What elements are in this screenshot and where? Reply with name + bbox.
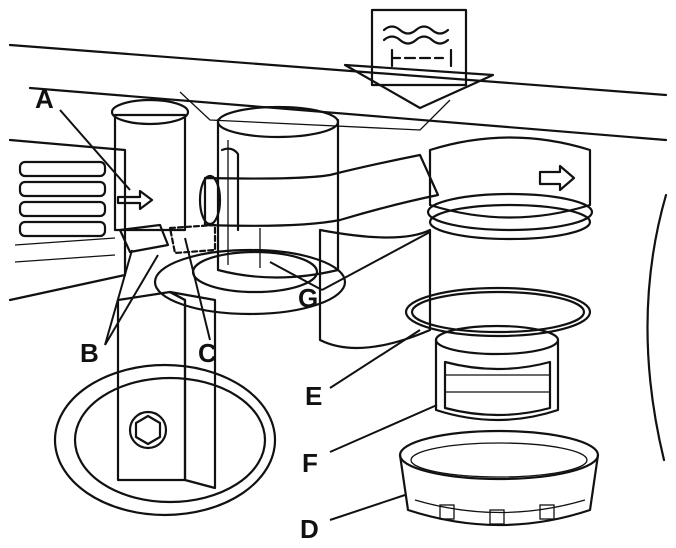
water-level-icon bbox=[370, 8, 468, 87]
callout-c: C bbox=[198, 338, 217, 368]
sealing-ring bbox=[404, 286, 592, 338]
callout-b: B bbox=[80, 338, 99, 368]
machine-side-curve bbox=[646, 193, 668, 462]
callout-d: D bbox=[300, 514, 319, 544]
flow-arrow-icon bbox=[538, 164, 576, 192]
drain-hose bbox=[198, 147, 440, 232]
caster-wheel bbox=[53, 248, 347, 517]
callout-e: E bbox=[305, 381, 322, 411]
valve-body bbox=[110, 98, 217, 255]
filter-cap bbox=[398, 429, 600, 527]
machine-frame bbox=[8, 43, 668, 142]
callout-f: F bbox=[302, 448, 318, 478]
vent-grille bbox=[8, 138, 127, 302]
callout-g: G bbox=[298, 283, 318, 313]
callout-a: A bbox=[35, 84, 54, 114]
pump-housing bbox=[216, 105, 340, 279]
filter-housing bbox=[318, 136, 594, 350]
leader-lines bbox=[59, 109, 438, 521]
filter-screen bbox=[434, 324, 560, 422]
downward-arrow-icon bbox=[343, 63, 495, 110]
